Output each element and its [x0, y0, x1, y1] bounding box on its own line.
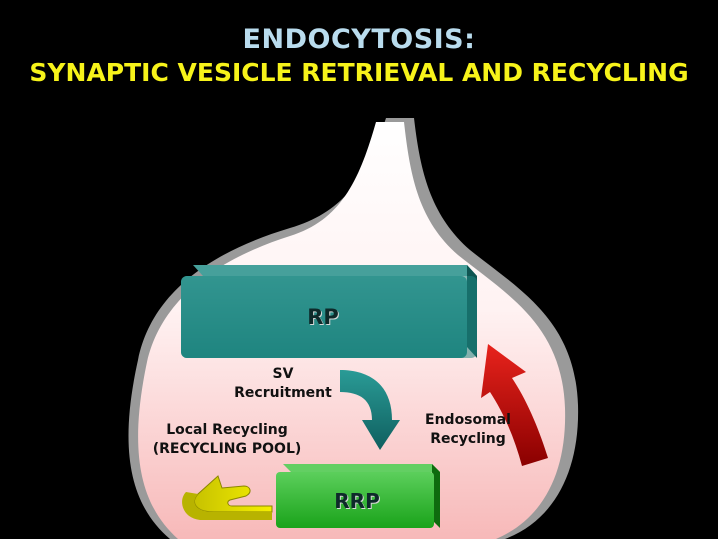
endosomal-recycling-label: Endosomal Recycling: [422, 411, 514, 449]
rrp-label: RRP: [334, 489, 380, 513]
local-recycling-label: Local Recycling (RECYCLING POOL): [144, 421, 310, 459]
local-recycling-arrow-base: [182, 492, 272, 520]
title-line-2: SYNAPTIC VESICLE RETRIEVAL AND RECYCLING: [29, 58, 689, 87]
rp-box: [181, 265, 477, 358]
rp-label: RP: [307, 305, 339, 329]
title-line-1: ENDOCYTOSIS:: [242, 24, 476, 55]
sv-recruitment-label: SV Recruitment: [226, 365, 340, 403]
local-recycling-arrow: [194, 475, 273, 513]
sv-recruitment-line-1: SV: [272, 366, 294, 382]
local-recycling-line-1: Local Recycling: [166, 422, 288, 438]
endosomal-recycling-line-1: Endosomal: [425, 412, 511, 428]
recruitment-arrow: [340, 370, 400, 450]
local-recycling-line-2: (RECYCLING POOL): [152, 441, 302, 457]
rrp-box: [276, 464, 440, 528]
endosomal-recycling-line-2: Recycling: [430, 431, 506, 447]
sv-recruitment-line-2: Recruitment: [234, 385, 332, 401]
endosomal-arrow: [481, 344, 548, 466]
